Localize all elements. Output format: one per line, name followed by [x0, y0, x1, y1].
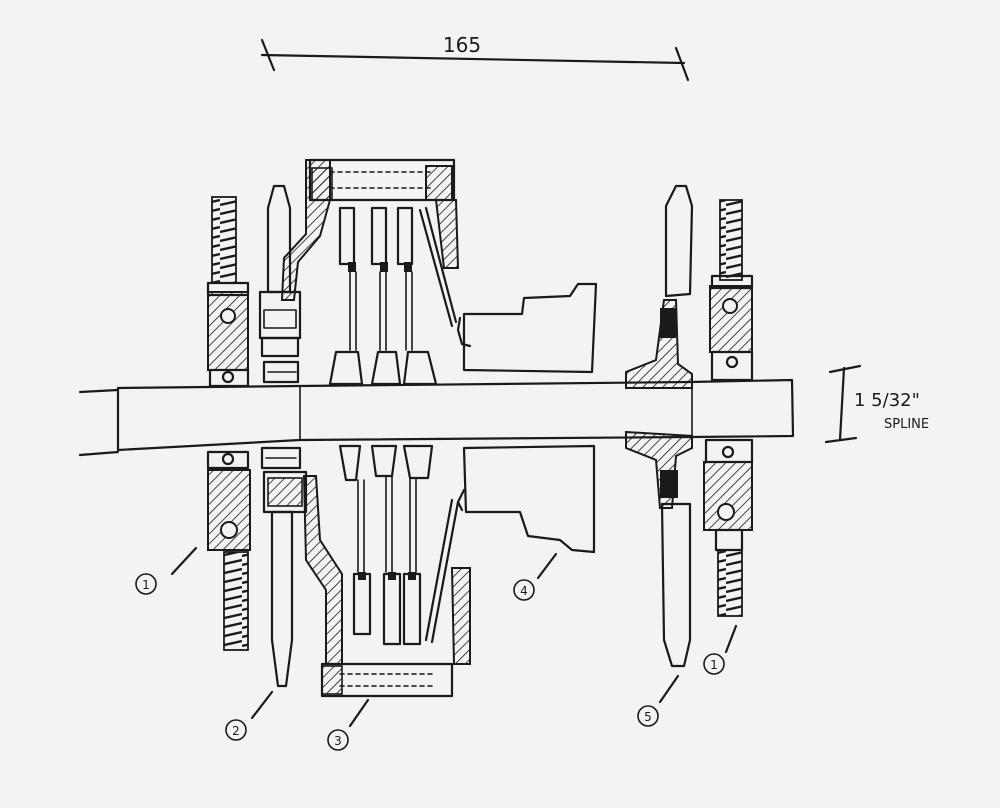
callout-1-left: 1: [135, 546, 198, 595]
callout-4: 4: [513, 552, 558, 601]
svg-text:5: 5: [644, 710, 652, 724]
spline-label: SPLINE: [884, 417, 929, 432]
right-hub: [625, 184, 694, 668]
svg-text:4: 4: [520, 584, 528, 598]
dimension-label: 165: [443, 33, 481, 57]
clutch-plates-lower: [338, 444, 460, 646]
svg-text:3: 3: [334, 734, 342, 748]
overall-dimension: 165: [260, 33, 690, 82]
pressure-plate: [456, 282, 598, 554]
left-gear-hub: [258, 184, 308, 688]
clutch-plates-upper: [328, 206, 458, 386]
left-bearing-assembly: [206, 196, 251, 651]
callout-3: 3: [327, 698, 370, 751]
drum-housing: [308, 158, 471, 698]
svg-text:1: 1: [142, 578, 150, 592]
callout-5: 5: [637, 674, 680, 727]
spline-dimension: 1 5/32" SPLINE: [824, 364, 929, 444]
callout-1-right: 1: [703, 624, 738, 675]
callout-2: 2: [225, 690, 274, 741]
right-bearing-assembly: [703, 199, 754, 617]
svg-text:1: 1: [710, 658, 718, 672]
spline-size: 1 5/32": [854, 390, 920, 411]
svg-text:2: 2: [232, 724, 240, 738]
